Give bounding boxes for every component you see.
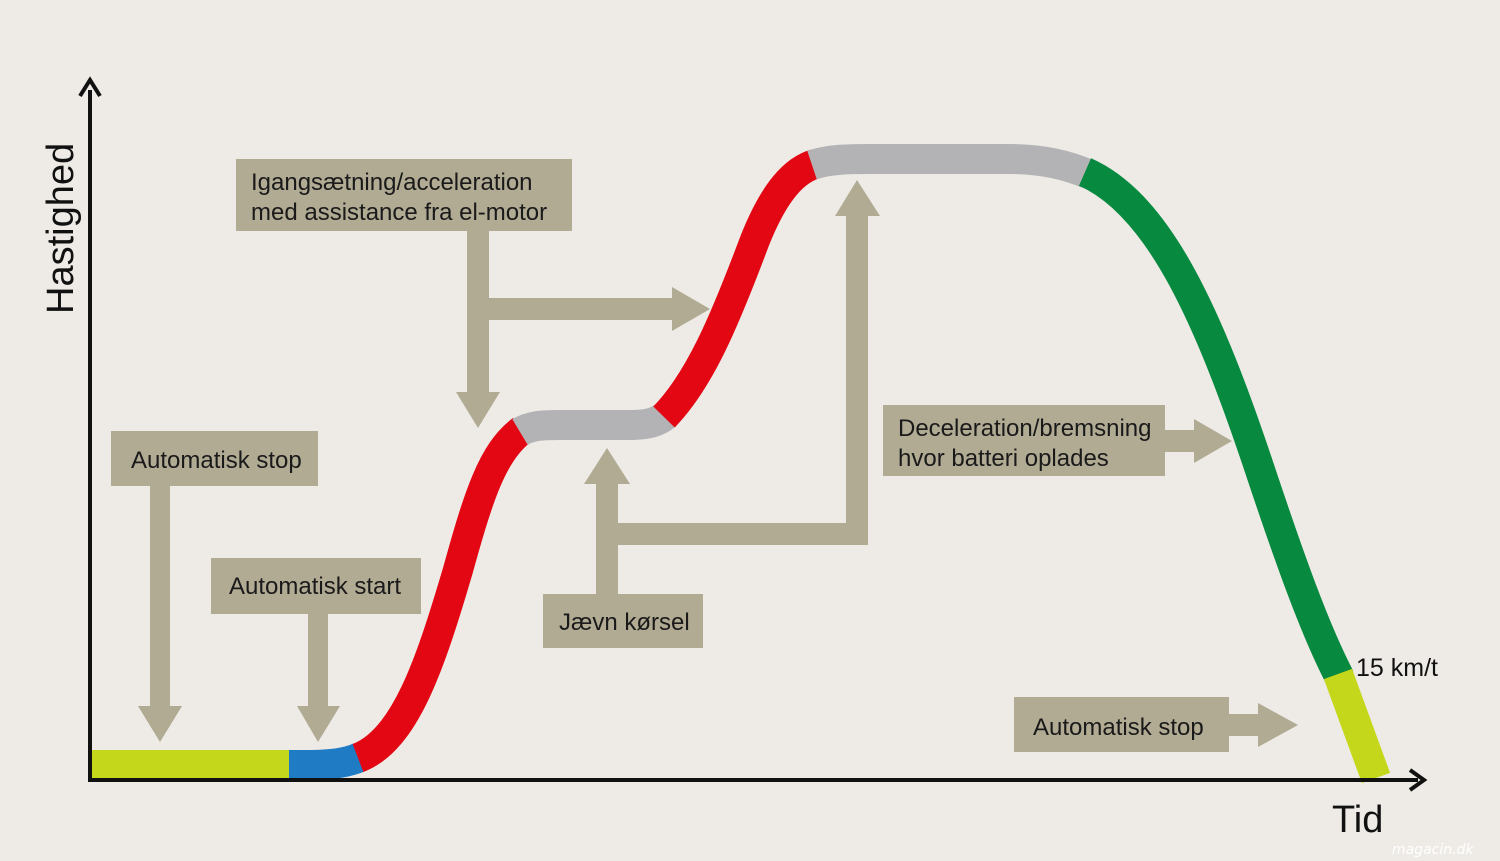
arrow-deceleration: [1164, 419, 1232, 463]
arrow-automatic-start: [297, 612, 340, 742]
curve-final-stop-segment: [1323, 668, 1391, 784]
label-acceleration-line1: Igangsætning/acceleration: [251, 169, 533, 196]
arrow-automatic-stop-right: [1228, 703, 1298, 747]
label-smooth-driving: Jævn kørsel: [543, 594, 703, 648]
y-axis-label: Hastighed: [40, 143, 82, 314]
label-automatic-start-text: Automatisk start: [229, 573, 401, 600]
label-acceleration-line2: med assistance fra el-motor: [251, 199, 547, 226]
label-automatic-stop-left: Automatisk stop: [111, 431, 318, 486]
label-automatic-stop-right-text: Automatisk stop: [1033, 714, 1204, 741]
curve-cruise-segment-2: [807, 144, 1094, 188]
x-axis-arrowhead: [1408, 768, 1428, 792]
label-deceleration-line1: Deceleration/bremsning: [898, 415, 1151, 442]
speed-curve: [92, 144, 1391, 784]
x-axis-label: Tid: [1332, 799, 1383, 841]
label-deceleration-line2: hvor batteri oplades: [898, 445, 1109, 472]
label-acceleration: Igangsætning/acceleration med assistance…: [236, 159, 572, 231]
label-automatic-stop-left-text: Automatisk stop: [131, 447, 302, 474]
arrow-smooth-driving: [584, 180, 880, 594]
axes: [78, 76, 1428, 792]
curve-start-segment: [289, 743, 367, 780]
label-automatic-start: Automatisk start: [211, 558, 421, 614]
curve-cruise-segment-1: [512, 403, 676, 446]
watermark: magacin.dk: [1392, 842, 1474, 858]
arrow-automatic-stop-left: [138, 486, 182, 742]
curve-acceleration-segment-2: [653, 149, 821, 428]
label-deceleration: Deceleration/bremsning hvor batteri opla…: [883, 405, 1165, 476]
guide-arrows: [138, 180, 1298, 747]
curve-regen-segment: [1078, 158, 1354, 685]
label-smooth-driving-text: Jævn kørsel: [559, 609, 690, 636]
arrow-acceleration: [456, 230, 710, 428]
label-automatic-stop-right: Automatisk stop: [1014, 697, 1229, 752]
curve-acceleration-segment-1: [351, 417, 532, 773]
speed-threshold-label: 15 km/t: [1356, 654, 1438, 682]
y-axis-arrowhead: [78, 76, 102, 98]
